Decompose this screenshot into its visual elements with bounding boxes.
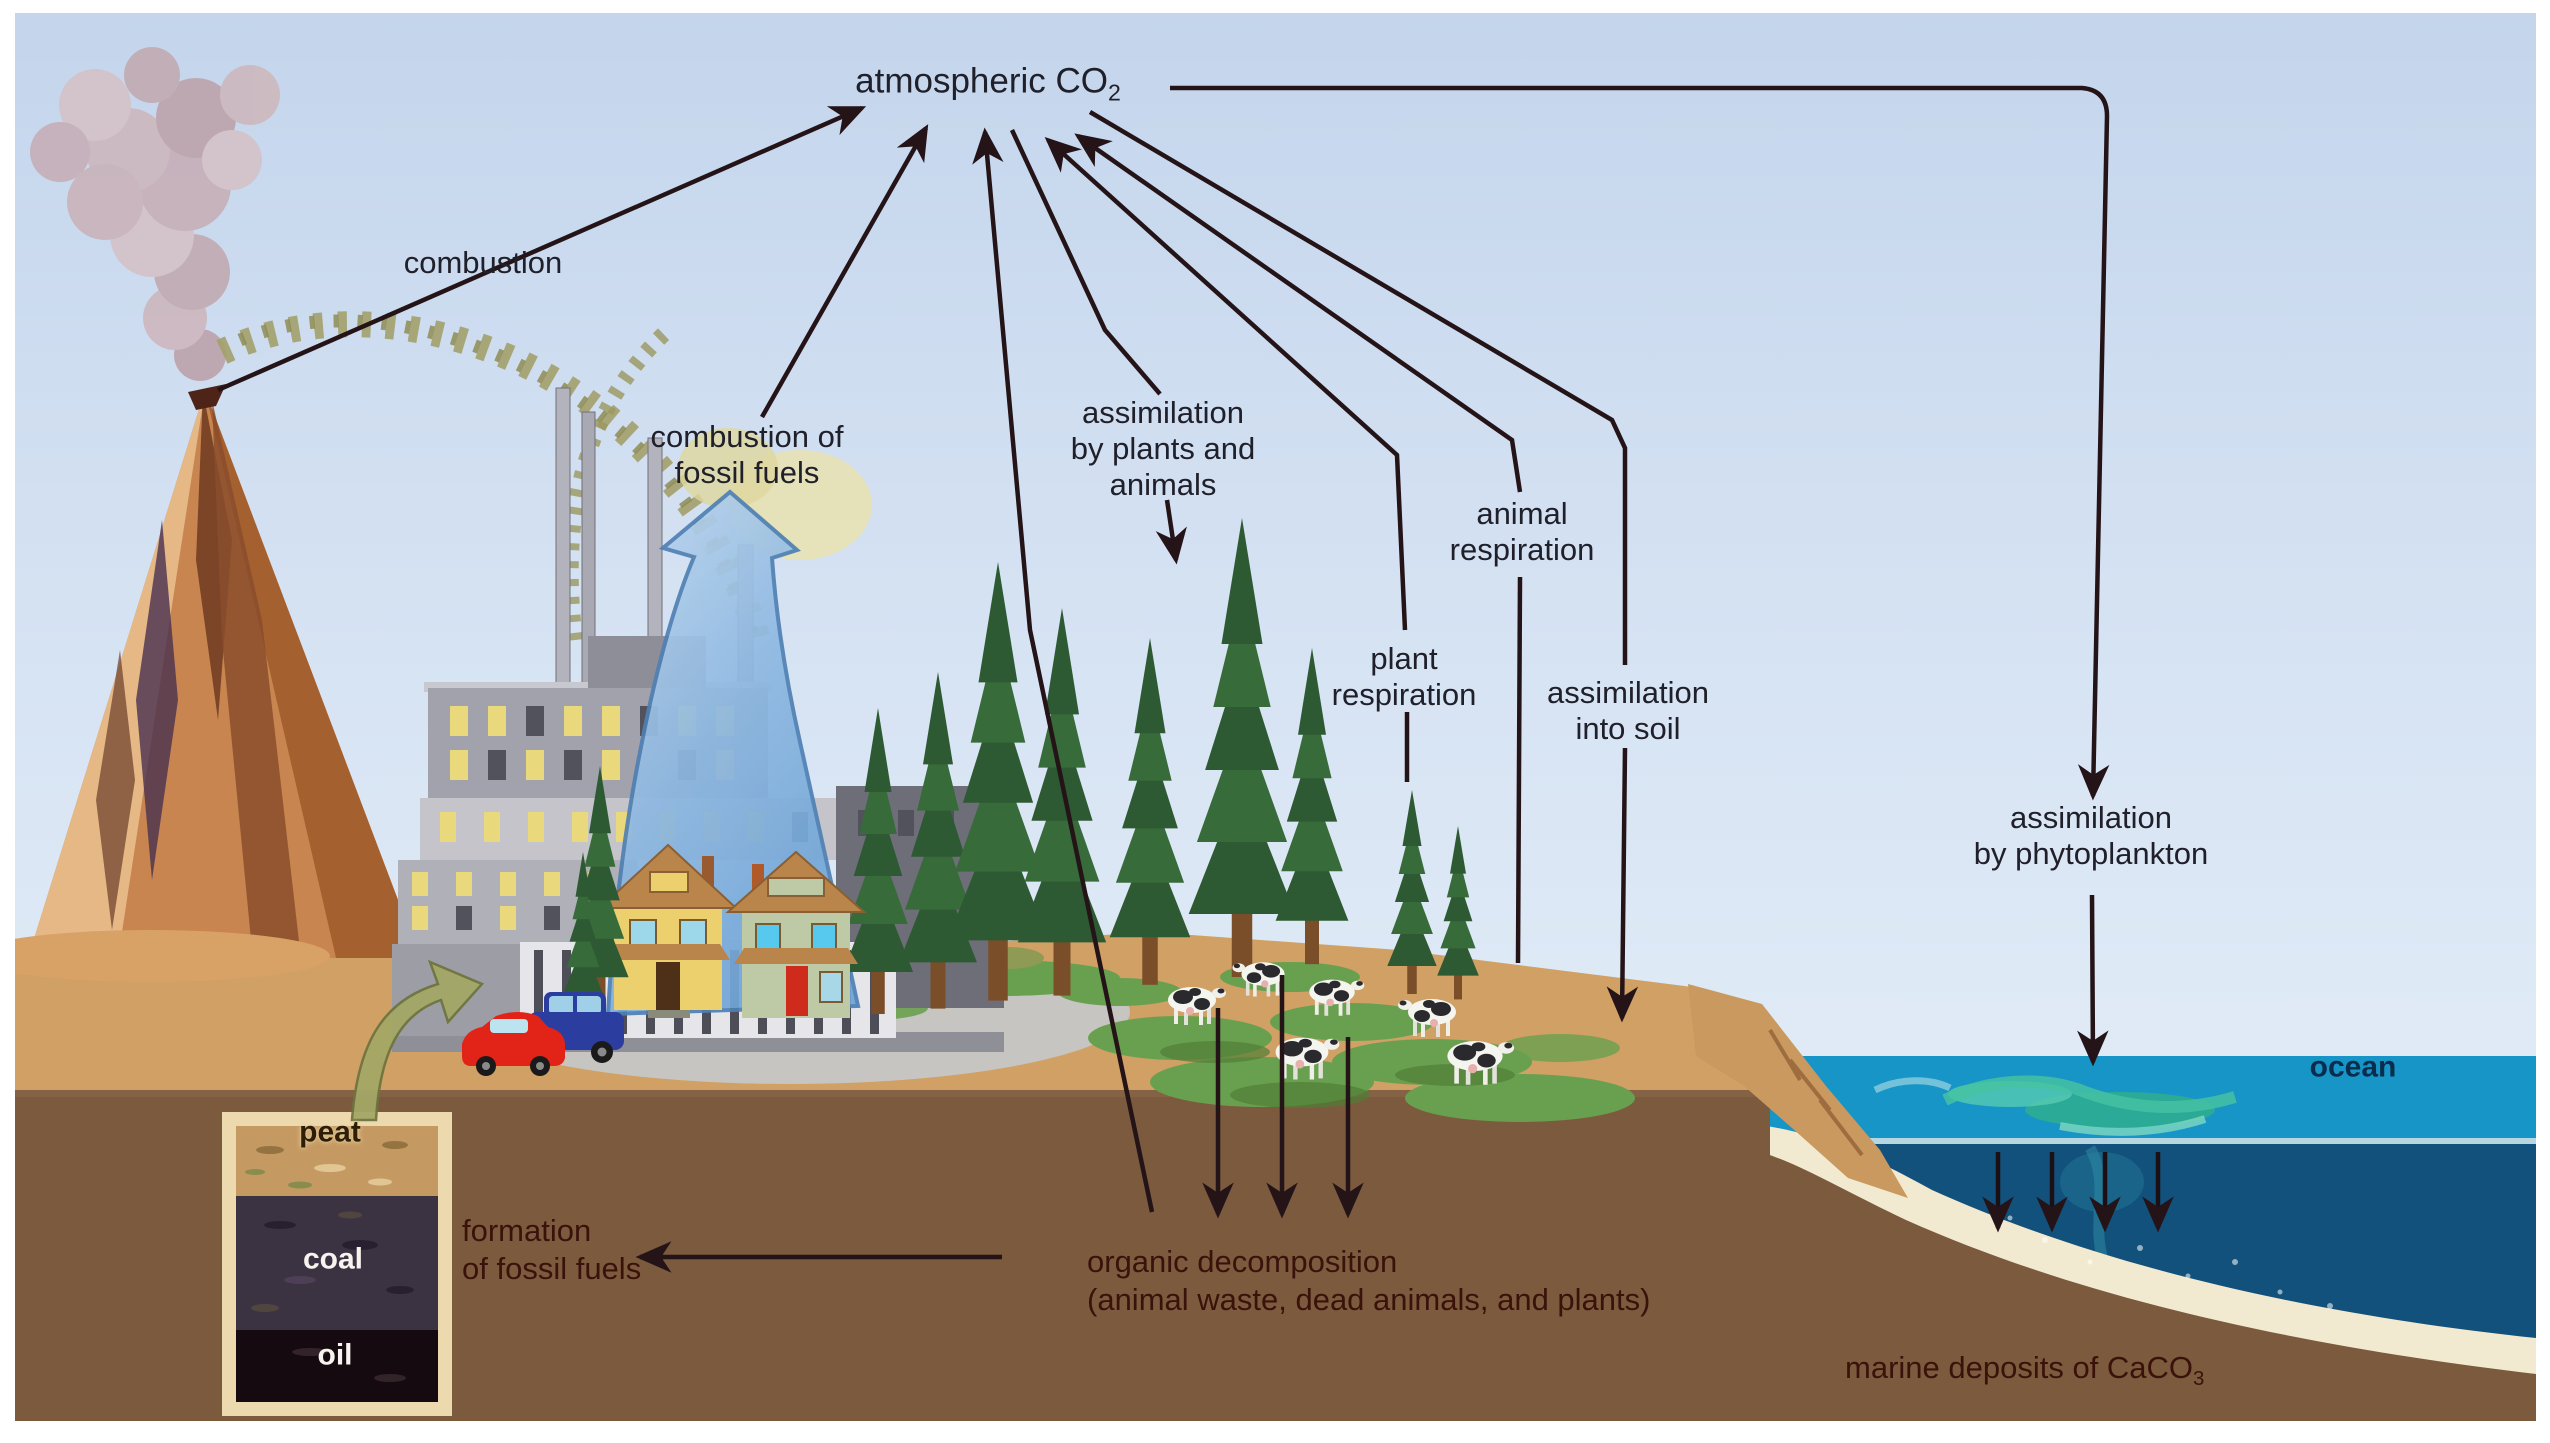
label-oil: oil (317, 1338, 353, 1372)
peat-layer (236, 1126, 438, 1196)
sinking-particles (2007, 1215, 2333, 1309)
volcano-smoke-plume (30, 47, 280, 381)
arrow-organic-decomposition-to-atmosphere (972, 127, 1155, 1213)
volcano-crater (188, 384, 226, 410)
label-plant-respiration: plant respiration (1331, 641, 1477, 712)
arrow-combustion (217, 105, 867, 393)
label-organic-decomposition: organic decomposition (animal waste, dea… (1087, 1244, 1651, 1317)
label-assimilation-into-soil: assimilation into soil (1547, 675, 1709, 746)
arrow-to-phytoplankton (1170, 85, 2110, 801)
arrow-combustion-fossil-fuels (760, 124, 929, 419)
yellow-house (597, 843, 739, 1018)
arrow-assimilation-plants-down (1155, 499, 1187, 565)
label-peat: peat (299, 1115, 361, 1149)
ocean-sinking-arrows (1982, 1152, 2174, 1233)
sea-floor (1752, 1132, 2536, 1421)
label-assimilation-phytoplankton: assimilation by phytoplankton (1973, 800, 2209, 871)
extraction-arrow (350, 959, 485, 1122)
label-combustion-fossil-fuels: combustion of fossil fuels (650, 419, 844, 490)
label-formation-fossil-fuels: formation of fossil fuels (462, 1213, 642, 1287)
arrow-plant-respiration (1044, 136, 1408, 631)
arrow-phytoplankton-into-ocean (2077, 894, 2109, 1067)
label-assimilation-plants-animals: assimilation by plants and animals (1070, 395, 1256, 502)
arrow-assimilation-into-soil-down (1606, 747, 1639, 1023)
label-combustion: combustion (403, 245, 563, 281)
thermocline-line (1752, 1138, 2536, 1144)
oil-layer (236, 1330, 438, 1402)
green-house (725, 850, 867, 1018)
volcano-illustration (15, 384, 420, 982)
deposit-texture (245, 1141, 414, 1382)
line-assimilation-plants (1009, 129, 1162, 396)
label-ocean: ocean (2309, 1050, 2397, 1084)
label-marine-deposits: marine deposits of CaCO3 (1845, 1350, 2205, 1391)
line-assimilation-into-soil (1088, 110, 1628, 665)
cars-illustration (462, 992, 624, 1076)
houses-illustration (597, 843, 867, 1018)
ocean-illustration (1752, 1056, 2536, 1421)
fossil-fuel-deposit-box (222, 1112, 452, 1416)
label-coal: coal (302, 1242, 364, 1276)
coal-layer (236, 1196, 438, 1330)
phytoplankton-swirls (1873, 1075, 2237, 1271)
line-animal-respiration-lower (1515, 576, 1523, 964)
caco3-deposit-band (1752, 1124, 2536, 1374)
label-animal-respiration: animal respiration (1449, 496, 1595, 567)
label-atmospheric-co2: atmospheric CO2 (855, 61, 1121, 106)
arrow-animal-respiration (1074, 133, 1523, 493)
flow-arrows (217, 85, 2174, 1273)
red-car (462, 1012, 565, 1076)
